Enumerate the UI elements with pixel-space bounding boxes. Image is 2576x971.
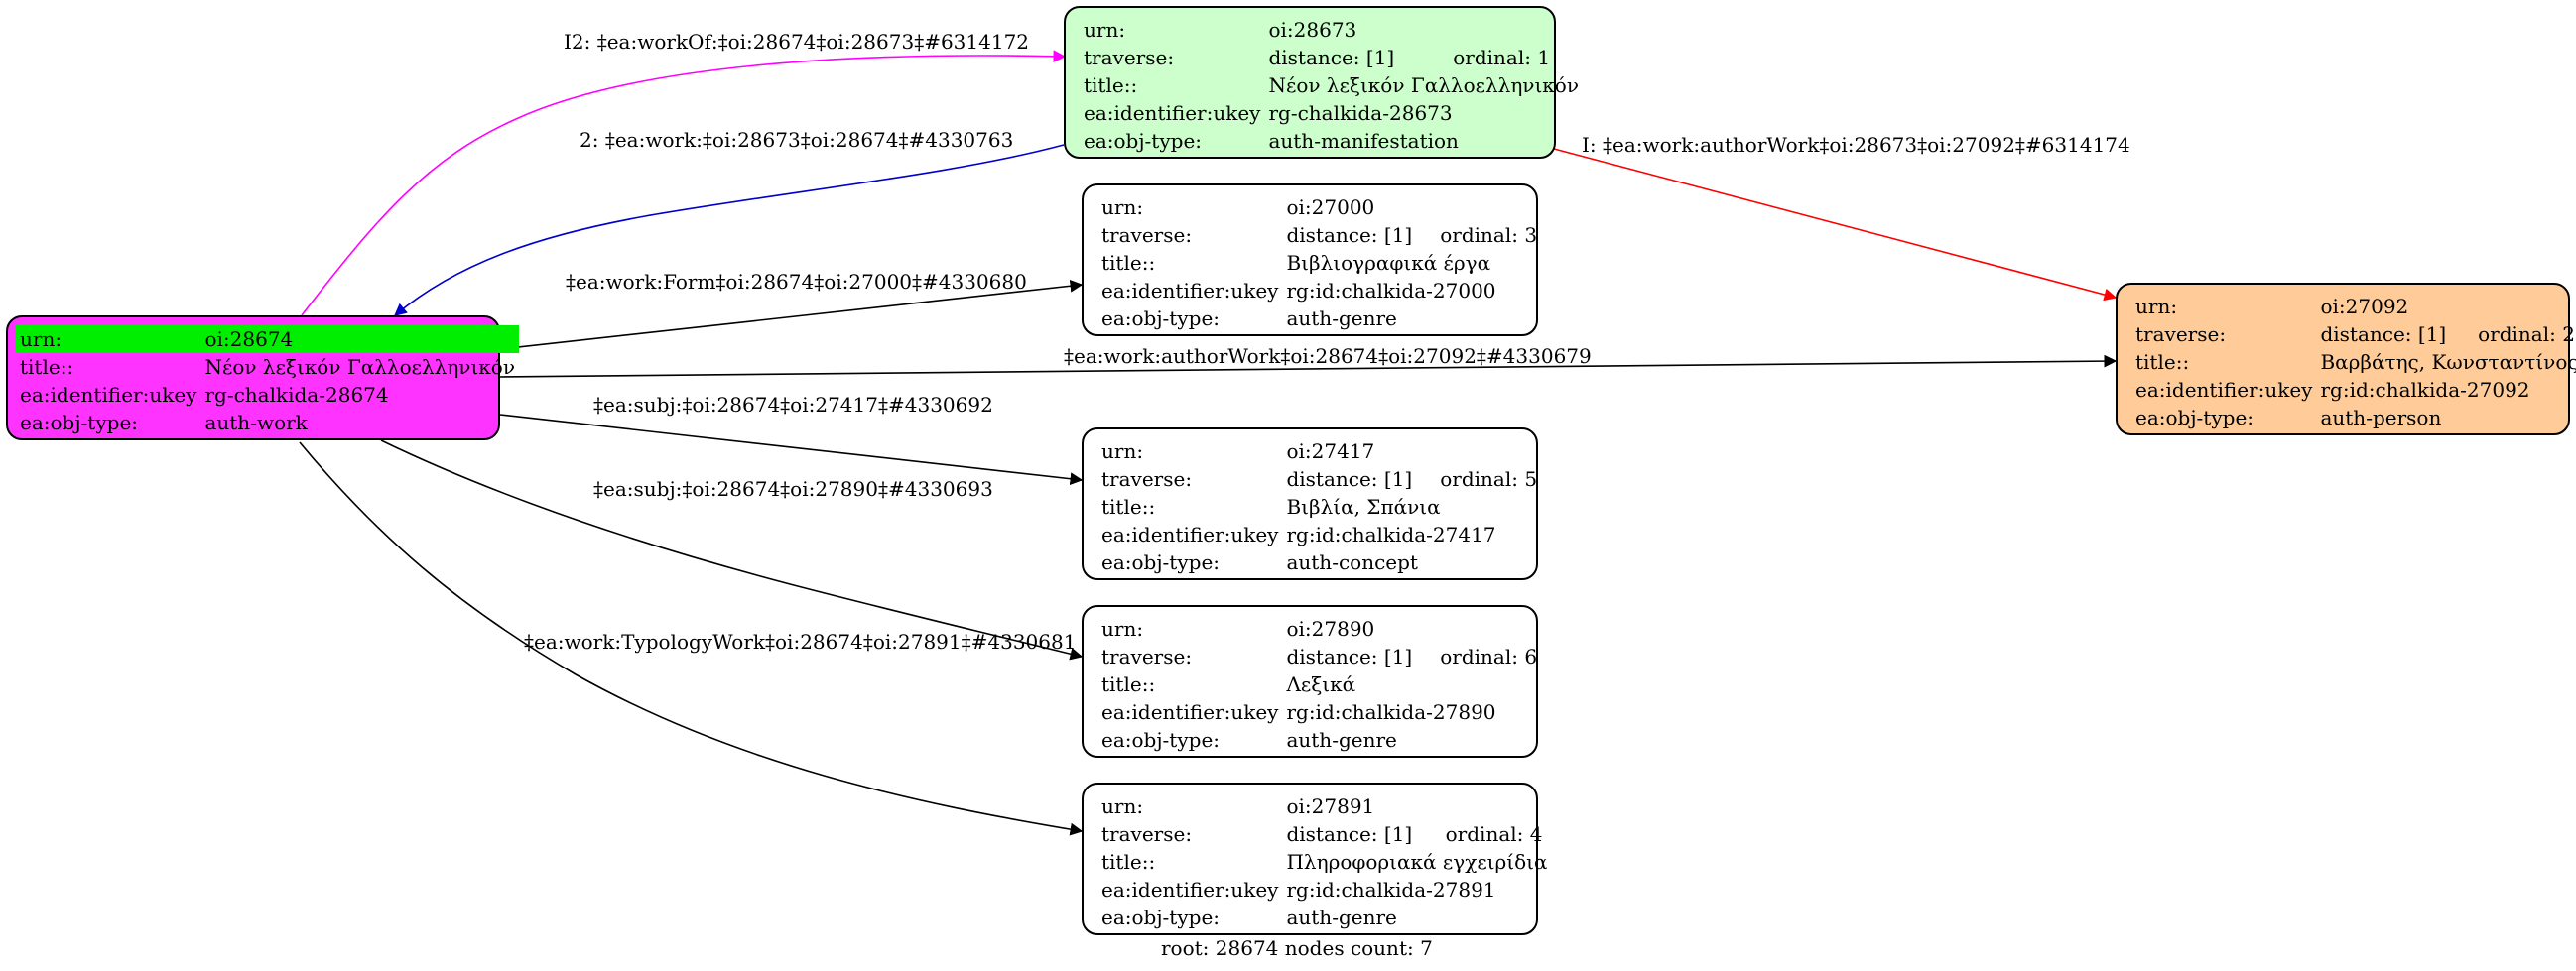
node-key: urn:	[1101, 439, 1144, 463]
node-type: auth-manifestation	[1268, 129, 1459, 153]
node-urn: oi:27000	[1286, 195, 1375, 219]
node-type: auth-work	[204, 411, 308, 434]
node-ordinal: ordinal: 5	[1440, 467, 1538, 491]
node-key: ea:identifier:ukey	[1101, 878, 1279, 902]
node-key: ea:identifier:ukey	[20, 383, 197, 407]
node-key: ea:identifier:ukey	[2135, 378, 2313, 402]
node-distance: distance: [1]	[1286, 467, 1413, 491]
node-ordinal: ordinal: 4	[1445, 822, 1543, 846]
edge-label-workof: I2: ‡ea:workOf:‡oi:28674‡oi:28673‡#63141…	[564, 30, 1029, 54]
node-27891[interactable]: urn: oi:27891 traverse: distance: [1] ordin…	[1082, 783, 1548, 935]
node-ordinal: ordinal: 6	[1440, 645, 1538, 668]
node-key: urn:	[1101, 195, 1144, 219]
edge-form	[499, 279, 1084, 350]
edge-typology	[299, 441, 1084, 836]
node-distance: distance: [1]	[2320, 322, 2447, 346]
node-key: urn:	[1101, 794, 1144, 818]
edge-label-form: ‡ea:work:Form‡oi:28674‡oi:27000‡#4330680	[566, 270, 1027, 294]
edge-workof	[301, 50, 1067, 316]
node-type: auth-concept	[1286, 550, 1418, 574]
node-title: Βιβλιογραφικά έργα	[1286, 251, 1491, 275]
node-key: title::	[1101, 672, 1156, 696]
node-type: auth-person	[2320, 406, 2442, 429]
node-key: traverse:	[1101, 822, 1193, 846]
node-key: urn:	[1084, 18, 1126, 42]
edge-label-authorwork-manifestation: I: ‡ea:work:authorWork‡oi:28673‡oi:27092…	[1582, 133, 2130, 157]
node-distance: distance: [1]	[1268, 46, 1395, 69]
node-key: traverse:	[2135, 322, 2227, 346]
edge-work	[394, 144, 1065, 316]
node-27000[interactable]: urn: oi:27000 traverse: distance: [1] ordin…	[1082, 183, 1538, 336]
node-ukey: rg:id:chalkida-27092	[2320, 378, 2530, 402]
node-ukey: rg:id:chalkida-27417	[1286, 523, 1496, 546]
edge-authorwork	[499, 354, 2118, 378]
edge-subj-27417	[499, 414, 1084, 486]
node-distance: distance: [1]	[1286, 822, 1413, 846]
node-ukey: rg-chalkida-28673	[1268, 101, 1453, 125]
node-ukey: rg:id:chalkida-27890	[1286, 700, 1496, 724]
node-distance: distance: [1]	[1286, 645, 1413, 668]
node-key: ea:obj-type:	[1101, 306, 1221, 330]
node-28673[interactable]: urn: oi:28673 traverse: distance: [1] ordin…	[1064, 6, 1579, 159]
node-title: Βαρβάτης, Κωνσταντίνος	[2320, 350, 2576, 374]
node-ordinal: ordinal: 3	[1440, 223, 1538, 247]
node-key: ea:identifier:ukey	[1084, 101, 1261, 125]
node-urn: oi:27890	[1286, 617, 1375, 641]
node-ordinal: ordinal: 2	[2478, 322, 2575, 346]
node-key: ea:identifier:ukey	[1101, 279, 1279, 303]
node-key: ea:obj-type:	[2135, 406, 2254, 429]
node-27092[interactable]: urn: oi:27092 traverse: distance: [1] ordin…	[2116, 283, 2576, 435]
edge-label-authorwork: ‡ea:work:authorWork‡oi:28674‡oi:27092‡#4…	[1064, 344, 1592, 368]
edge-label-work: 2: ‡ea:work:‡oi:28673‡oi:28674‡#4330763	[580, 128, 1013, 152]
node-ordinal: ordinal: 1	[1453, 46, 1551, 69]
node-ukey: rg:id:chalkida-27000	[1286, 279, 1496, 303]
node-key: ea:obj-type:	[1101, 906, 1221, 929]
node-key: urn:	[1101, 617, 1144, 641]
node-key: traverse:	[1101, 645, 1193, 668]
node-27417[interactable]: urn: oi:27417 traverse: distance: [1] ordin…	[1082, 427, 1538, 580]
node-urn: oi:28673	[1268, 18, 1357, 42]
edge-label-subj-27417: ‡ea:subj:‡oi:28674‡oi:27417‡#4330692	[593, 393, 993, 417]
edge-authorwork-manifestation	[1553, 148, 2118, 302]
node-title: Νέον λεξικόν Γαλλοελληνικόν	[204, 355, 516, 379]
node-distance: distance: [1]	[1286, 223, 1413, 247]
node-ukey: rg-chalkida-28674	[204, 383, 389, 407]
edge-label-typology: ‡ea:work:TypologyWork‡oi:28674‡oi:27891‡…	[524, 630, 1076, 654]
node-key: title::	[1084, 73, 1138, 97]
node-key: ea:obj-type:	[1101, 728, 1221, 752]
node-title: Πληροφοριακά εγχειρίδια	[1286, 850, 1548, 874]
edge-label-subj-27890: ‡ea:subj:‡oi:28674‡oi:27890‡#4330693	[593, 477, 993, 501]
node-key: traverse:	[1084, 46, 1175, 69]
node-key: ea:obj-type:	[1084, 129, 1203, 153]
node-key: title::	[1101, 251, 1156, 275]
node-key: urn:	[2135, 295, 2178, 318]
node-title: Βιβλία, Σπάνια	[1286, 495, 1441, 519]
node-key: urn:	[16, 325, 201, 353]
node-key: ea:obj-type:	[20, 411, 139, 434]
node-urn: oi:27417	[1286, 439, 1375, 463]
node-urn: oi:27891	[1286, 794, 1375, 818]
edge-subj-27890	[380, 439, 1084, 661]
node-key: ea:obj-type:	[1101, 550, 1221, 574]
node-type: auth-genre	[1286, 728, 1397, 752]
node-key: title::	[2135, 350, 2190, 374]
node-type: auth-genre	[1286, 906, 1397, 929]
node-ukey: rg:id:chalkida-27891	[1286, 878, 1496, 902]
node-key: traverse:	[1101, 223, 1193, 247]
node-27890[interactable]: urn: oi:27890 traverse: distance: [1] ordin…	[1082, 605, 1538, 758]
node-key: ea:identifier:ukey	[1101, 700, 1279, 724]
node-title: Νέον λεξικόν Γαλλοελληνικόν	[1268, 73, 1580, 97]
node-root-28674[interactable]: urn:oi:28674 title::Νέον λεξικόν Γαλλοελ…	[6, 315, 520, 440]
node-urn: oi:27092	[2320, 295, 2409, 318]
node-key: ea:identifier:ukey	[1101, 523, 1279, 546]
node-key: title::	[20, 355, 74, 379]
node-key: title::	[1101, 850, 1156, 874]
node-type: auth-genre	[1286, 306, 1397, 330]
node-urn: oi:28674	[200, 325, 520, 353]
graph-footer-text: root: 28674 nodes count: 7	[1161, 936, 1433, 960]
node-key: title::	[1101, 495, 1156, 519]
node-key: traverse:	[1101, 467, 1193, 491]
node-title: Λεξικά	[1286, 672, 1356, 696]
